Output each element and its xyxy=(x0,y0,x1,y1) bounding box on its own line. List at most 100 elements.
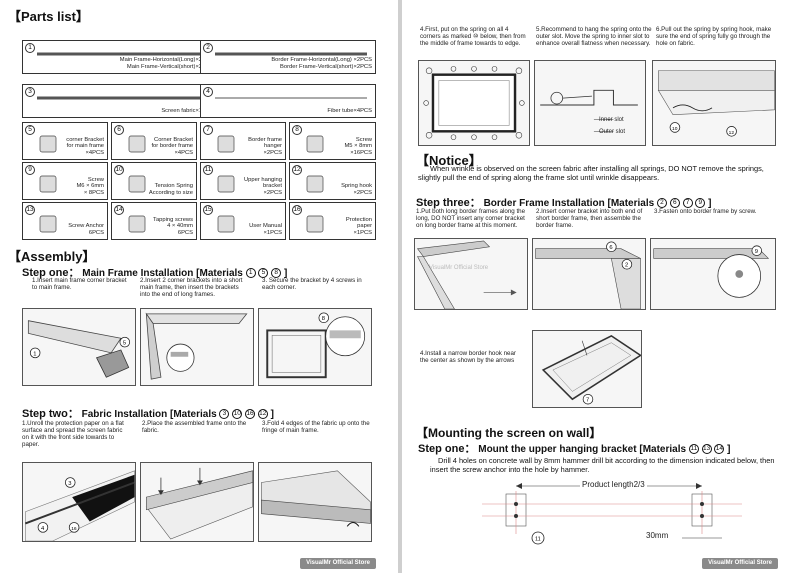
svg-text:1: 1 xyxy=(33,351,36,357)
part-label-line: Tapping screws xyxy=(153,216,193,223)
part-number: 14 xyxy=(114,205,124,215)
svg-text:8: 8 xyxy=(322,316,325,322)
page-spine xyxy=(398,0,402,573)
right-page: 4.First, put on the spring on all 4 corn… xyxy=(402,0,800,573)
step-two-text-3: 3.Fold 4 edges of the fabric up onto the… xyxy=(262,420,370,434)
part-label-line: bracket xyxy=(262,183,282,189)
part-label-line: ×16PCS xyxy=(350,149,372,156)
part-number: 8 xyxy=(292,125,302,135)
part-label-line: ×2PCS xyxy=(263,149,282,156)
part-number: 4 xyxy=(203,87,213,97)
outer-slot-label: Outer slot xyxy=(599,129,626,135)
part-illustration xyxy=(217,215,235,233)
part-number: 5 xyxy=(25,125,35,135)
part-label-line: ×1PCS xyxy=(353,229,372,236)
step-three-materials-label: [Materials xyxy=(607,198,655,209)
part-illustration xyxy=(128,215,146,233)
step-one-text-2: 2.Insert 2 corner brackets into a short … xyxy=(140,277,243,298)
material-badge: 14 xyxy=(714,444,725,455)
part-label-line: 4 × 40mm xyxy=(167,223,193,229)
part-label: Fiber tube×4PCS xyxy=(327,108,372,115)
wall-step-heading: Step one： Mount the upper hanging bracke… xyxy=(418,440,731,456)
part-label-line: M6 × 6mm xyxy=(76,183,104,189)
figure-short-border-corner: 6 2 xyxy=(532,238,646,310)
part-number: 9 xyxy=(25,165,35,175)
svg-text:10: 10 xyxy=(672,126,678,132)
fold-edges-illustration xyxy=(261,470,371,527)
part-label-line: ×2PCS xyxy=(353,189,372,196)
step-two-title: Fabric Installation xyxy=(81,409,168,420)
materials-close: ] xyxy=(270,409,274,420)
part-illustration xyxy=(128,175,146,193)
step-two-materials-label: [Materials xyxy=(169,409,217,420)
figure-spring-hook: 10 12 xyxy=(652,60,776,146)
svg-text:12: 12 xyxy=(729,130,735,136)
fasten-screws-illustration: 9 xyxy=(653,245,770,298)
fabric-step-6-text: 6.Pull out the spring by spring hook, ma… xyxy=(656,26,772,47)
wall-step-title: Mount the upper hanging bracket xyxy=(478,444,637,455)
part-number: 16 xyxy=(292,205,302,215)
material-badge: 3 xyxy=(219,409,230,420)
figure-unroll-fabric: 4 16 3 xyxy=(22,462,136,542)
product-length-label: Product length2/3 xyxy=(580,480,647,489)
part-label-line: ×1PCS xyxy=(263,229,282,236)
step-two-text-1: 1.Unroll the protection paper on a flat … xyxy=(22,420,124,448)
part-label-line: Main Frame-Horizontal(Long)×2PCS xyxy=(119,57,214,63)
figure-fold-edges xyxy=(258,462,372,542)
svg-text:7: 7 xyxy=(586,398,589,404)
part-label-line: 6PCS xyxy=(88,229,104,236)
part-label-line: Screw Anchor xyxy=(68,223,104,229)
part-label: Spring hook×2PCS xyxy=(341,183,372,196)
part-label-line: According to size xyxy=(148,189,193,196)
part-illustration xyxy=(215,52,367,56)
part-label-line: Border frame xyxy=(248,136,282,143)
store-footer-right: VisualMr Official Store xyxy=(702,558,778,569)
part-label-line: ×4PCS xyxy=(85,149,104,156)
part-label-line: User Manual xyxy=(249,223,282,229)
svg-text:9: 9 xyxy=(755,249,758,255)
part-label-line: Screw xyxy=(355,136,372,143)
material-badge: 7 xyxy=(682,198,693,209)
figure-short-frame-insert xyxy=(140,308,254,386)
part-illustration xyxy=(39,135,57,153)
spring-slots-illustration xyxy=(540,89,638,132)
part-label-line: 6PCS xyxy=(177,229,193,236)
part-number: 3 xyxy=(25,87,35,97)
part-label-line: corner Bracket xyxy=(66,136,104,143)
part-label-line: Border Frame-Horizontal(Long) ×2PCS xyxy=(271,57,372,63)
step-three-text-3: 3.Fasten onto border frame by screw. xyxy=(654,208,757,215)
step-two-heading: Step two： Fabric Installation [Materials… xyxy=(22,405,274,421)
part-label-line: Corner Bracket xyxy=(154,136,193,143)
part-illustration xyxy=(37,52,209,56)
svg-text:16: 16 xyxy=(71,526,77,532)
materials-close: ] xyxy=(727,444,731,455)
part-label-line: × 8PCS xyxy=(83,189,104,196)
part-illustration xyxy=(306,215,324,233)
wall-step-prefix: Step one： xyxy=(418,443,476,455)
wall-step-materials-label: [Materials xyxy=(639,444,687,455)
inner-slot-label: Inner slot xyxy=(599,117,624,123)
part-label-line: Main Frame-Vertical(short)×2PCS xyxy=(126,63,214,70)
svg-text:4: 4 xyxy=(41,526,45,532)
step-one-text-3: 3. Secure the bracket by 4 screws in eac… xyxy=(262,277,362,291)
svg-text:3: 3 xyxy=(68,481,71,487)
figure-secure-screws: 8 xyxy=(258,308,372,386)
step-three-text-1: 1.Put both long border frames along the … xyxy=(416,208,526,229)
part-number: 6 xyxy=(114,125,124,135)
part-label-line: for main frame xyxy=(66,143,104,149)
step-three-heading: Step three： Border Frame Installation [M… xyxy=(416,194,711,210)
short-frame-illustration xyxy=(145,312,248,380)
